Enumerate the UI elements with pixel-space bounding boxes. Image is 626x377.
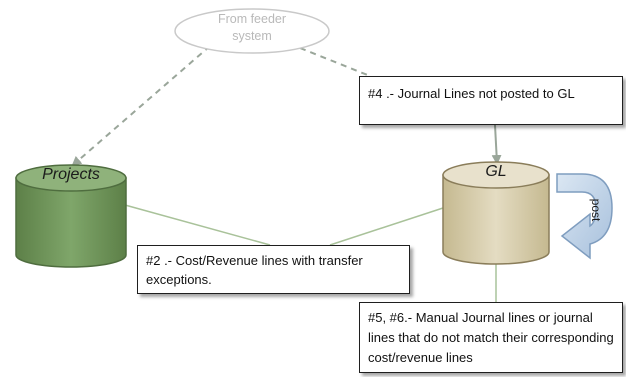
- arrow-callout4-to-gl: [491, 124, 502, 165]
- connector-projects-to-callout2: [124, 204, 271, 246]
- arrow-feeder-to-projects: [71, 45, 211, 167]
- callout-manual-journal-lines: #5, #6.- Manual Journal lines or journal…: [359, 302, 623, 373]
- callout-5-text: #5, #6.- Manual Journal lines or journal…: [368, 310, 614, 365]
- connector-gl-to-callout2: [329, 207, 444, 246]
- gl-cylinder: [442, 161, 550, 265]
- callout-2-text: #2 .- Cost/Revenue lines with transfer e…: [146, 253, 363, 287]
- feeder-system-ellipse: [174, 8, 330, 54]
- callout-journal-lines-not-posted: #4 .- Journal Lines not posted to GL: [359, 76, 623, 125]
- arrow-feeder-to-gl: [299, 47, 371, 77]
- callout-cost-revenue-exceptions: #2 .- Cost/Revenue lines with transfer e…: [137, 245, 410, 294]
- callout-4-text: #4 .- Journal Lines not posted to GL: [368, 86, 575, 101]
- post-loop-arrow: [556, 173, 613, 260]
- projects-cylinder: [15, 164, 127, 268]
